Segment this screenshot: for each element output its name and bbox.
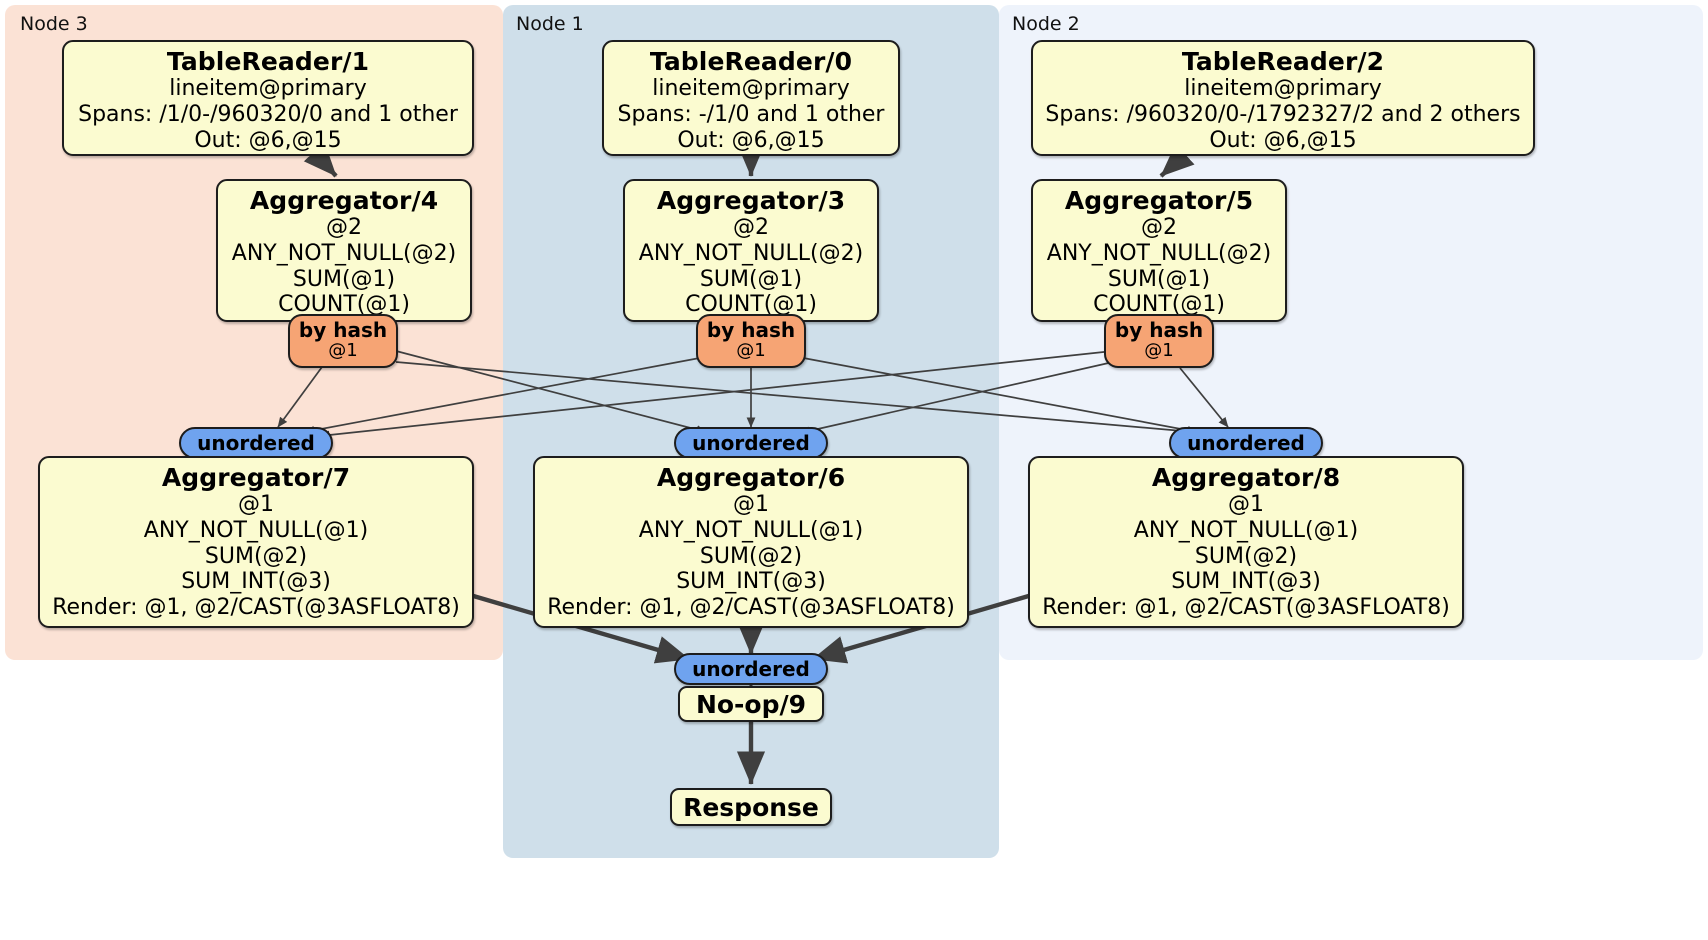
badge-unordered-final[interactable]: unordered: [674, 653, 828, 685]
badge-title: by hash: [298, 318, 388, 342]
processor-detail-line: SUM(@1): [1107, 266, 1211, 292]
node-label-node1: Node 1: [516, 13, 584, 35]
processor-title: Aggregator/8: [1151, 463, 1341, 492]
processor-noop-9[interactable]: No-op/9: [678, 686, 824, 722]
processor-detail-line: SUM(@1): [699, 266, 803, 292]
processor-title: TableReader/1: [166, 47, 370, 76]
badge-by-hash-center[interactable]: by hash @1: [696, 314, 806, 368]
processor-title: Aggregator/6: [656, 463, 846, 492]
processor-detail-line: SUM(@2): [699, 543, 803, 569]
processor-detail-line: COUNT(@1): [1093, 292, 1225, 318]
processor-title: Aggregator/3: [656, 186, 846, 215]
processor-aggregator-8[interactable]: Aggregator/8 @1 ANY_NOT_NULL(@1) SUM(@2)…: [1028, 456, 1464, 628]
processor-render-line: Render: @1, @2/CAST(@3ASFLOAT8): [547, 595, 955, 621]
processor-detail-line: ANY_NOT_NULL(@1): [143, 517, 369, 543]
processor-detail-line: ANY_NOT_NULL(@2): [1046, 240, 1272, 266]
processor-detail-line: @2: [326, 215, 362, 241]
processor-detail-line: COUNT(@1): [685, 292, 817, 318]
node-label-node2: Node 2: [1012, 13, 1080, 35]
processor-detail-line: SUM_INT(@3): [1171, 569, 1321, 595]
processor-title: Aggregator/4: [249, 186, 439, 215]
processor-detail-line: SUM_INT(@3): [181, 569, 331, 595]
processor-detail-line: @1: [1228, 492, 1264, 518]
badge-unordered-right[interactable]: unordered: [1169, 427, 1323, 459]
processor-detail-line: ANY_NOT_NULL(@2): [231, 240, 457, 266]
processor-detail-line: @1: [238, 492, 274, 518]
processor-render-line: Render: @1, @2/CAST(@3ASFLOAT8): [52, 595, 460, 621]
badge-subtitle: @1: [1144, 340, 1174, 361]
processor-detail-line: Out: @6,@15: [194, 127, 342, 153]
processor-detail-line: Out: @6,@15: [1209, 127, 1357, 153]
badge-unordered-left[interactable]: unordered: [179, 427, 333, 459]
processor-aggregator-7[interactable]: Aggregator/7 @1 ANY_NOT_NULL(@1) SUM(@2)…: [38, 456, 474, 628]
processor-detail-line: SUM_INT(@3): [676, 569, 826, 595]
processor-detail-line: @2: [733, 215, 769, 241]
processor-detail-line: ANY_NOT_NULL(@1): [638, 517, 864, 543]
processor-title: Aggregator/7: [161, 463, 351, 492]
processor-title: TableReader/2: [1181, 47, 1385, 76]
processor-detail-line: @1: [733, 492, 769, 518]
processor-detail-line: Spans: /960320/0-/1792327/2 and 2 others: [1045, 101, 1521, 127]
processor-table-reader-0[interactable]: TableReader/0 lineitem@primary Spans: -/…: [602, 40, 900, 156]
node-label-node3: Node 3: [20, 13, 88, 35]
processor-detail-line: Spans: /1/0-/960320/0 and 1 other: [78, 101, 458, 127]
badge-by-hash-right[interactable]: by hash @1: [1104, 314, 1214, 368]
badge-subtitle: @1: [328, 340, 358, 361]
processor-detail-line: SUM(@2): [1194, 543, 1298, 569]
badge-title: by hash: [1114, 318, 1204, 342]
processor-aggregator-6[interactable]: Aggregator/6 @1 ANY_NOT_NULL(@1) SUM(@2)…: [533, 456, 969, 628]
processor-detail-line: Spans: -/1/0 and 1 other: [617, 101, 885, 127]
processor-detail-line: COUNT(@1): [278, 292, 410, 318]
processor-detail-line: @2: [1141, 215, 1177, 241]
processor-response[interactable]: Response: [670, 788, 832, 826]
badge-unordered-center[interactable]: unordered: [674, 427, 828, 459]
processor-detail-line: lineitem@primary: [1184, 76, 1382, 102]
processor-detail-line: lineitem@primary: [169, 76, 367, 102]
processor-table-reader-2[interactable]: TableReader/2 lineitem@primary Spans: /9…: [1031, 40, 1535, 156]
badge-title: by hash: [706, 318, 796, 342]
processor-title: TableReader/0: [649, 47, 853, 76]
processor-aggregator-4[interactable]: Aggregator/4 @2 ANY_NOT_NULL(@2) SUM(@1)…: [216, 179, 472, 322]
processor-render-line: Render: @1, @2/CAST(@3ASFLOAT8): [1042, 595, 1450, 621]
processor-table-reader-1[interactable]: TableReader/1 lineitem@primary Spans: /1…: [62, 40, 474, 156]
processor-detail-line: SUM(@1): [292, 266, 396, 292]
processor-title: Aggregator/5: [1064, 186, 1254, 215]
processor-detail-line: SUM(@2): [204, 543, 308, 569]
processor-detail-line: ANY_NOT_NULL(@2): [638, 240, 864, 266]
processor-detail-line: lineitem@primary: [652, 76, 850, 102]
processor-aggregator-3[interactable]: Aggregator/3 @2 ANY_NOT_NULL(@2) SUM(@1)…: [623, 179, 879, 322]
badge-subtitle: @1: [736, 340, 766, 361]
processor-detail-line: ANY_NOT_NULL(@1): [1133, 517, 1359, 543]
badge-by-hash-left[interactable]: by hash @1: [288, 314, 398, 368]
processor-aggregator-5[interactable]: Aggregator/5 @2 ANY_NOT_NULL(@2) SUM(@1)…: [1031, 179, 1287, 322]
processor-detail-line: Out: @6,@15: [677, 127, 825, 153]
